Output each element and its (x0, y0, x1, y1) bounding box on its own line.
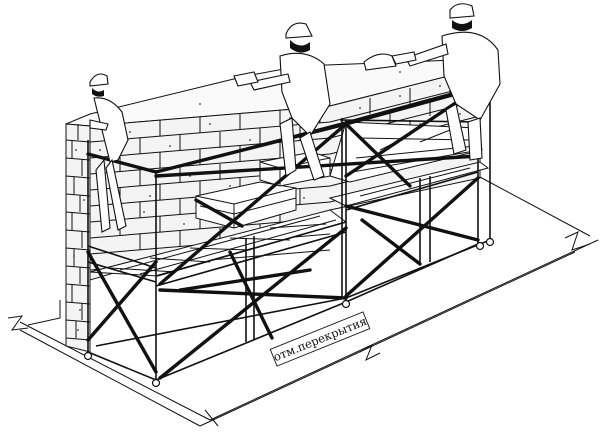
worker-right (363, 3, 501, 161)
floor-level-label: отм.перекрытия (269, 311, 371, 367)
worker-left (89, 73, 129, 233)
worker-middle (233, 22, 331, 181)
diagonal-braces (86, 86, 480, 380)
floor-slab (7, 175, 599, 427)
floor-level-text: отм.перекрытия (271, 314, 369, 364)
